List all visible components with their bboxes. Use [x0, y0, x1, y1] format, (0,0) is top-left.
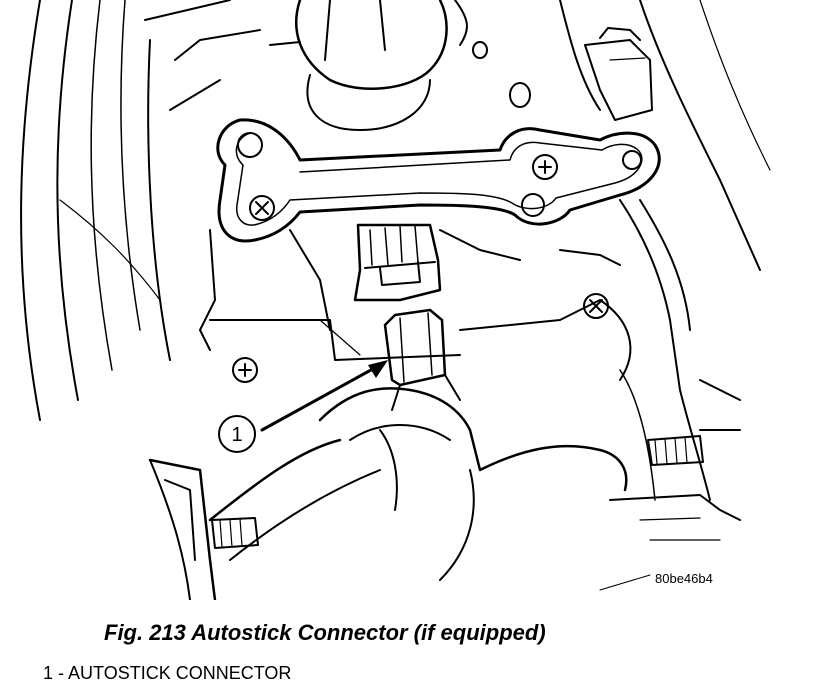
figure-reference-id: 80be46b4 — [655, 571, 713, 586]
line-drawing-autostick-connector: 1 — [20, 0, 771, 600]
legend-item: 1 - AUTOSTICK CONNECTOR — [43, 663, 292, 683]
figure-caption: Fig. 213 Autostick Connector (if equippe… — [104, 620, 546, 645]
callout-1: 1 — [218, 415, 256, 453]
callout-number: 1 — [231, 424, 242, 446]
